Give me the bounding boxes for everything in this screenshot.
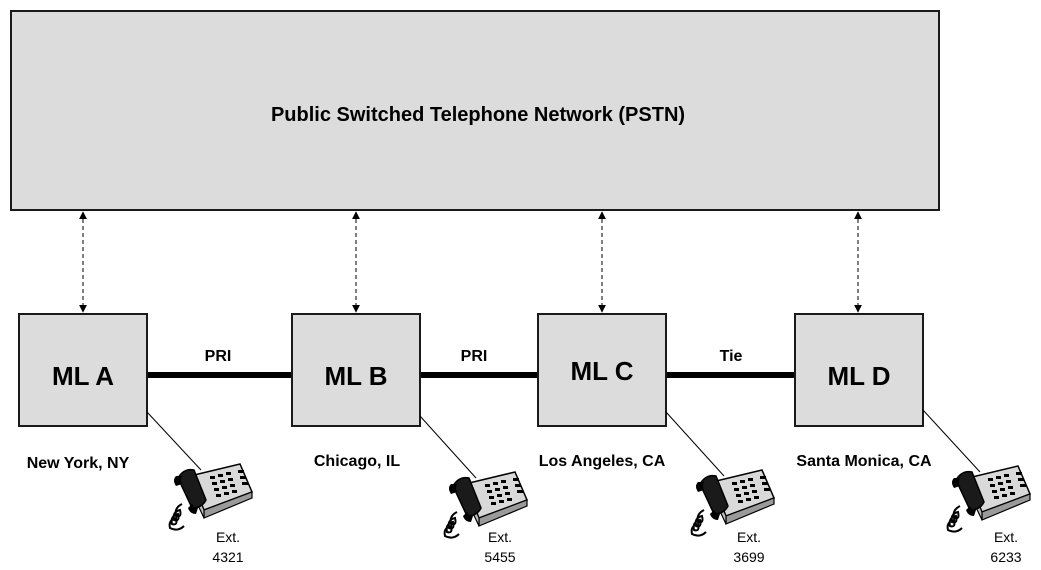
phone-link-d (922, 409, 981, 473)
location-a: New York, NY (27, 455, 130, 472)
location-c: Los Angeles, CA (539, 453, 666, 470)
pstn-box (10, 10, 940, 211)
ext-number-a: 4321 (212, 549, 243, 565)
node-label-c: ML C (570, 356, 633, 386)
telephone-icon-c (690, 469, 775, 537)
node-box-a (18, 313, 148, 427)
node-box-c (537, 313, 667, 427)
node-label-d: ML D (827, 361, 890, 391)
node-box-b (291, 313, 421, 427)
ext-number-c: 3699 (733, 549, 764, 565)
location-b: Chicago, IL (314, 453, 400, 470)
ext-label-a: Ext. (216, 529, 240, 545)
ext-label-c: Ext. (737, 529, 761, 545)
location-d: Santa Monica, CA (796, 453, 932, 470)
pstn-label: Public Switched Telephone Network (PSTN) (271, 104, 685, 126)
ext-number-d: 6233 (990, 549, 1021, 565)
trunk-label-c-d: Tie (720, 348, 743, 365)
trunk-label-a-b: PRI (205, 348, 232, 365)
ext-label-b: Ext. (488, 529, 512, 545)
node-label-a: ML A (52, 361, 114, 391)
ext-number-b: 5455 (484, 549, 515, 565)
telephone-icon-a (168, 463, 253, 531)
trunk-label-b-c: PRI (461, 348, 488, 365)
node-label-b: ML B (324, 361, 387, 391)
node-box-d (794, 313, 924, 427)
phone-link-a (146, 411, 202, 471)
telephone-icon-d (946, 465, 1031, 533)
phone-link-b (419, 415, 477, 479)
phone-link-c (665, 411, 725, 477)
telephone-icon-b (443, 471, 528, 539)
ext-label-d: Ext. (994, 529, 1018, 545)
